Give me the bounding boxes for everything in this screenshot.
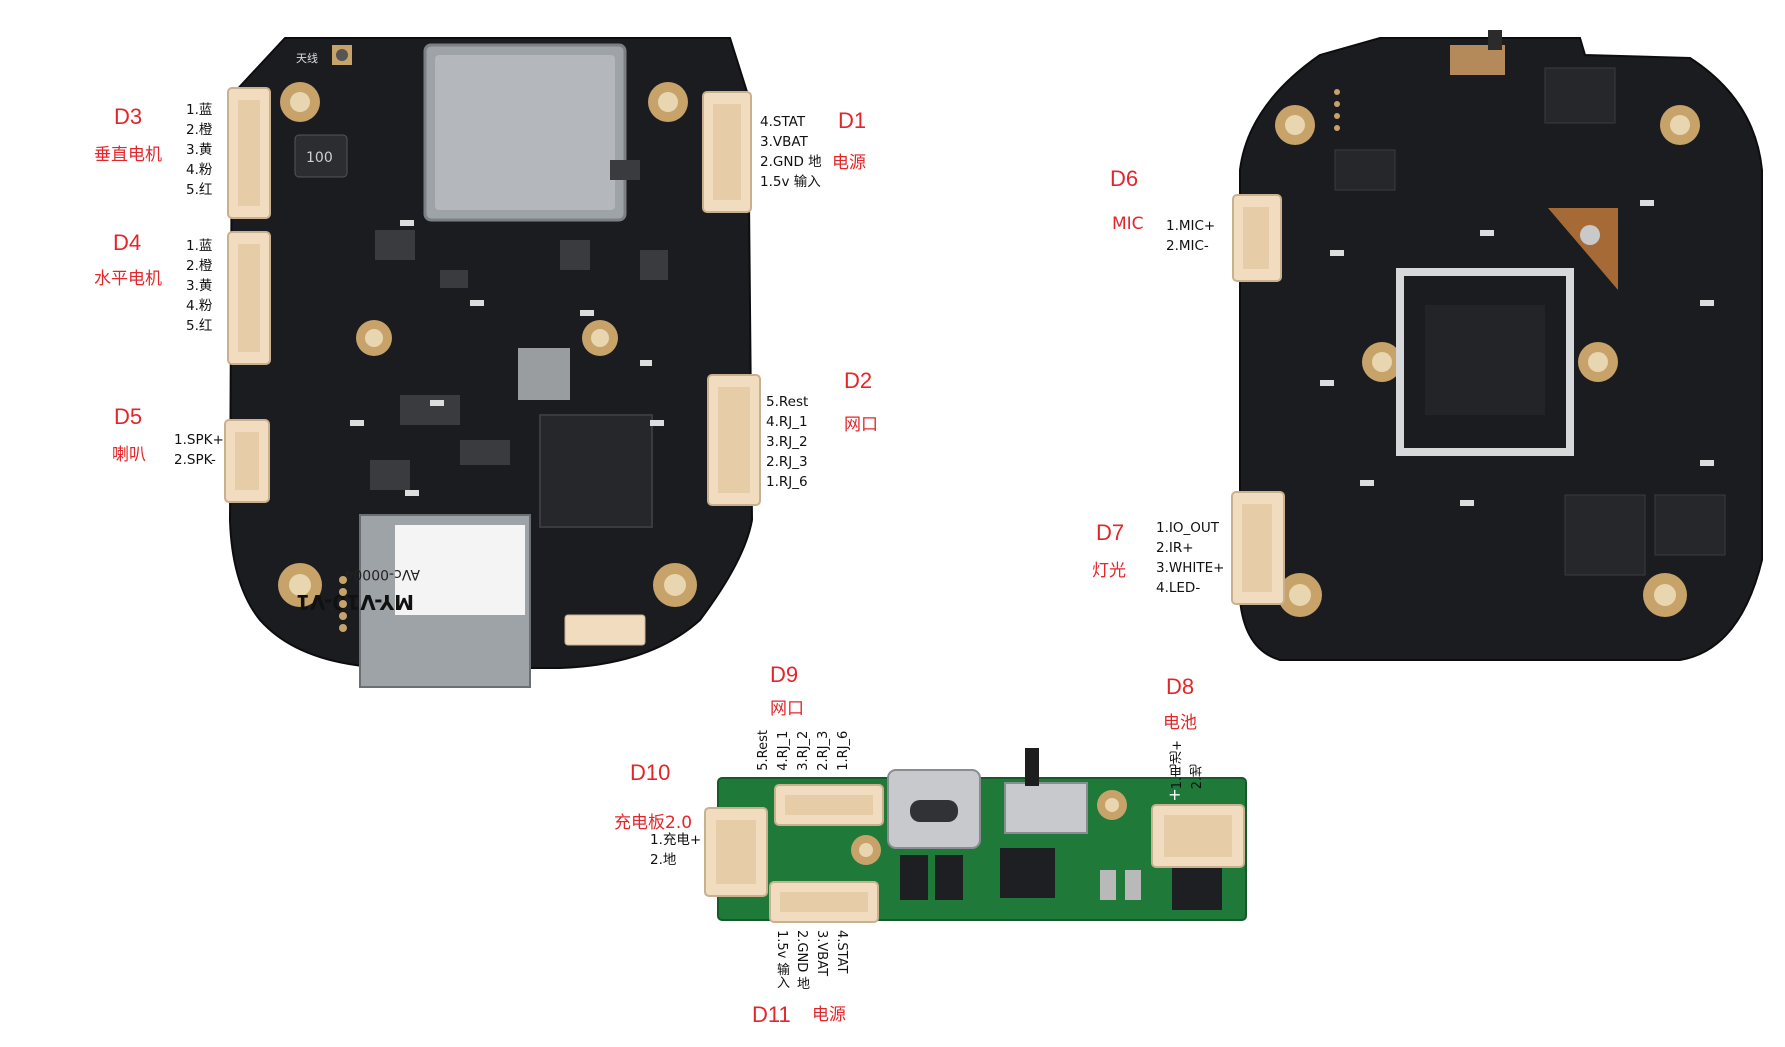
label-d8-name: 电池 [1163,713,1197,733]
pin-label: 1.5v 输入 [760,174,821,190]
pin-label: 4.粉 [186,298,213,314]
label-d5-id: D5 [114,404,143,429]
pin-label: 1.RJ_6 [766,474,808,490]
pin-label: 2.GND 地 [794,930,809,990]
pin-label: 1.蓝 [186,102,213,118]
pin-label: 3.黄 [186,278,213,294]
pin-label: 1.MIC+ [1166,218,1216,234]
label-d11-name: 电源 [812,1005,846,1025]
pins-d3: 1.蓝 2.橙 3.黄 4.粉 5.红 [186,100,212,200]
pin-label: 3.VBAT [760,134,808,150]
label-d7-name: 灯光 [1092,561,1126,581]
label-d10-id: D10 [630,760,671,785]
pins-d4: 1.蓝 2.橙 3.黄 4.粉 5.红 [186,236,212,336]
label-d6-name: MIC [1112,214,1144,234]
pin-label: 4.粉 [186,162,213,178]
slide-switch [1004,782,1088,834]
label-d4-name: 水平电机 [94,269,162,289]
pin-label: 2.IR+ [1156,540,1194,556]
pin-label: 4.LED- [1156,580,1201,596]
pin-label: 1.RJ_6 [836,730,851,771]
label-d1-name: 电源 [832,153,866,173]
pin-label: 2.橙 [186,122,213,138]
pin-label: 1.IO_OUT [1156,520,1219,536]
label-d4-id: D4 [113,230,142,255]
sensor-frame [1396,268,1574,456]
pin-label: 2.SPK- [174,452,216,468]
soc-chip [539,414,653,528]
label-d3-name: 垂直电机 [94,145,162,165]
pin-label: 5.Rest [766,394,809,410]
sticker-text-1: AVc-00004 [344,566,420,582]
label-d3-id: D3 [114,104,143,129]
pin-label: 5.红 [186,182,213,198]
pin-label: 3.VBAT [814,930,829,977]
pins-d2: 5.Rest 4.RJ_1 3.RJ_2 2.RJ_3 1.RJ_6 [766,392,808,492]
inductor-text: 100 [306,150,333,166]
pin-label: 1.5v 输入 [774,930,789,989]
pin-label: 2.橙 [186,258,213,274]
pins-d9: 5.Rest 4.RJ_1 3.RJ_2 2.RJ_3 1.RJ_6 [756,730,852,771]
pin-label: 2.RJ_3 [766,454,808,470]
pins-d8: 1.电池+ 2.地 [1170,740,1206,789]
label-d2-id: D2 [844,368,873,393]
label-d5-name: 喇叭 [112,445,146,465]
pin-label: 1.SPK+ [174,432,224,448]
pin-label: 3.RJ_2 [796,730,811,771]
pin-label: 5.Rest [756,730,771,771]
pin-label: 4.STAT [760,114,806,130]
pin-label: 3.RJ_2 [766,434,808,450]
label-d2-name: 网口 [844,415,878,435]
pin-label: 3.黄 [186,142,213,158]
svg-text:+: + [1168,785,1181,804]
label-d7-id: D7 [1096,520,1125,545]
pin-label: 3.WHITE+ [1156,560,1225,576]
label-d11-id: D11 [752,1002,791,1027]
label-d10-name: 充电板2.0 [614,813,693,833]
pin-label: 2.GND 地 [760,154,822,170]
pin-label: 4.STAT [834,930,849,974]
pin-label: 2.地 [1190,763,1205,790]
pins-d5: 1.SPK+ 2.SPK- [174,430,224,470]
pin-label: 2.地 [650,852,677,868]
pins-d1: 4.STAT 3.VBAT 2.GND 地 1.5v 输入 [760,112,822,192]
pin-label: 1.蓝 [186,238,213,254]
pin-label: 4.RJ_1 [766,414,808,430]
pins-d10: 1.充电+ 2.地 [650,830,701,870]
pin-label: 4.RJ_1 [776,730,791,771]
antenna-text: 天线 [296,51,318,65]
pin-label: 1.电池+ [1170,740,1185,790]
label-d9-name: 网口 [770,699,804,719]
pin-label: 5.红 [186,318,213,334]
pin-label: 2.MIC- [1166,238,1209,254]
mounting-holes [278,82,697,607]
pins-d11: 4.STAT 3.VBAT 2.GND 地 1.5v 输入 [773,930,849,989]
sticker-text-2: MY-V10-V1 [296,590,414,614]
pin-label: 2.RJ_3 [816,730,831,771]
pin-label: 1.充电+ [650,832,702,848]
label-d9-id: D9 [770,662,799,687]
pins-d6: 1.MIC+ 2.MIC- [1166,216,1215,256]
label-d6-id: D6 [1110,166,1139,191]
label-d8-id: D8 [1166,674,1195,699]
label-d1-id: D1 [838,108,867,133]
pins-d7: 1.IO_OUT 2.IR+ 3.WHITE+ 4.LED- [1156,518,1224,598]
